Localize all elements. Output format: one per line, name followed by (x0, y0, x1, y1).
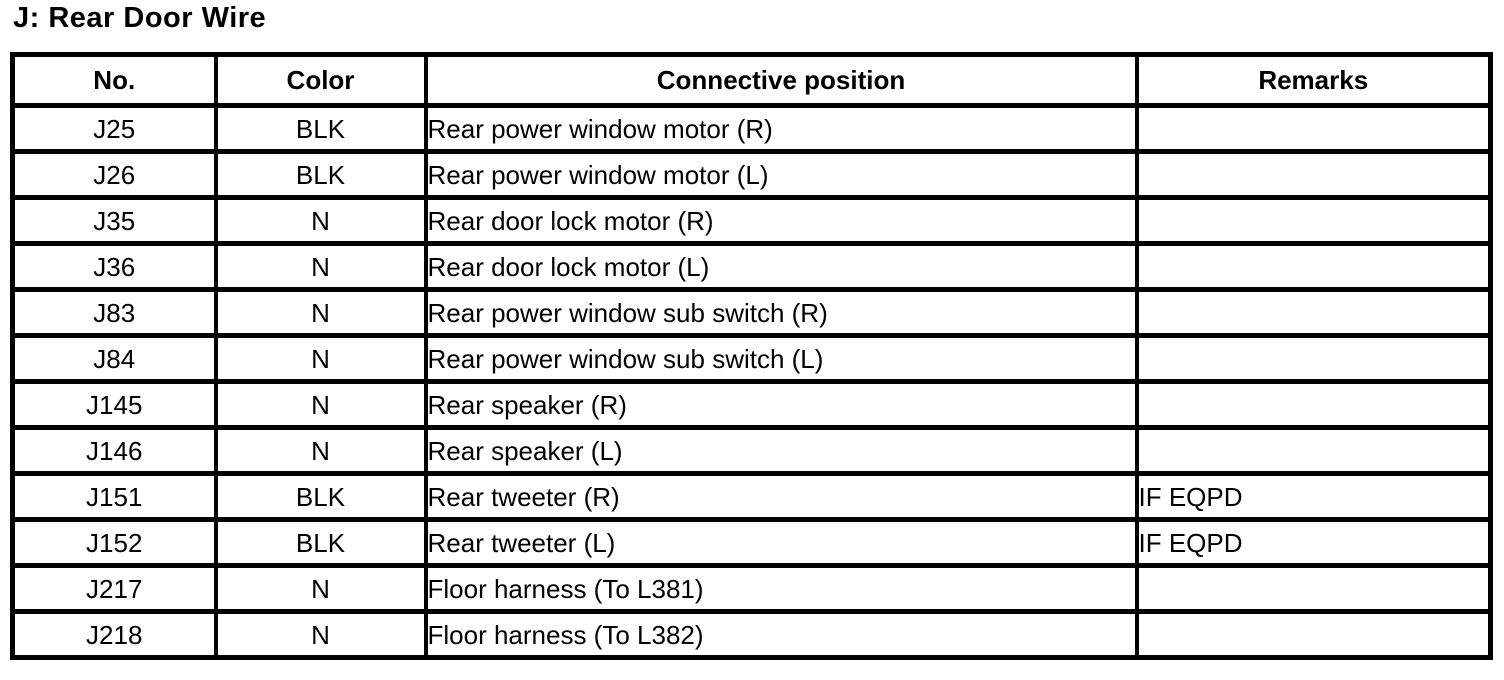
no-cell: J151 (10, 471, 218, 522)
position-cell: Floor harness (To L382) (423, 609, 1139, 660)
color-cell: N (213, 563, 428, 614)
no-cell: J83 (10, 287, 218, 338)
no-cell: J152 (10, 517, 218, 568)
color-cell: BLK (213, 103, 428, 154)
remarks-cell (1134, 241, 1493, 292)
color-cell: N (213, 425, 428, 476)
position-cell: Rear power window sub switch (L) (423, 333, 1139, 384)
header-row: No. Color Connective position Remarks (10, 52, 1493, 108)
remarks-cell (1134, 609, 1493, 660)
no-cell: J145 (10, 379, 218, 430)
position-cell: Rear power window motor (R) (423, 103, 1139, 154)
position-cell: Floor harness (To L381) (423, 563, 1139, 614)
remarks-cell (1134, 425, 1493, 476)
rear-door-wire-table: No. Color Connective position Remarks J2… (10, 52, 1493, 660)
no-cell: J218 (10, 609, 218, 660)
no-cell: J146 (10, 425, 218, 476)
remarks-cell (1134, 287, 1493, 338)
color-cell: N (213, 195, 428, 246)
remarks-cell (1134, 333, 1493, 384)
remarks-cell (1134, 379, 1493, 430)
remarks-cell (1134, 103, 1493, 154)
color-cell: N (213, 287, 428, 338)
page-title: J: Rear Door Wire (13, 2, 267, 34)
header-remarks: Remarks (1134, 52, 1493, 108)
no-cell: J25 (10, 103, 218, 154)
color-cell: N (213, 379, 428, 430)
header-connective-position: Connective position (423, 52, 1139, 108)
color-cell: N (213, 333, 428, 384)
position-cell: Rear door lock motor (L) (423, 241, 1139, 292)
remarks-cell: IF EQPD (1134, 517, 1493, 568)
position-cell: Rear tweeter (R) (423, 471, 1139, 522)
remarks-cell (1134, 563, 1493, 614)
position-cell: Rear power window sub switch (R) (423, 287, 1139, 338)
no-cell: J35 (10, 195, 218, 246)
position-cell: Rear tweeter (L) (423, 517, 1139, 568)
position-cell: Rear speaker (R) (423, 379, 1139, 430)
color-cell: BLK (213, 517, 428, 568)
position-cell: Rear speaker (L) (423, 425, 1139, 476)
no-cell: J84 (10, 333, 218, 384)
header-no: No. (10, 52, 218, 108)
position-cell: Rear door lock motor (R) (423, 195, 1139, 246)
color-cell: BLK (213, 471, 428, 522)
no-cell: J26 (10, 149, 218, 200)
header-color: Color (213, 52, 428, 108)
color-cell: N (213, 241, 428, 292)
remarks-cell: IF EQPD (1134, 471, 1493, 522)
position-cell: Rear power window motor (L) (423, 149, 1139, 200)
no-cell: J36 (10, 241, 218, 292)
remarks-cell (1134, 149, 1493, 200)
no-cell: J217 (10, 563, 218, 614)
color-cell: N (213, 609, 428, 660)
remarks-cell (1134, 195, 1493, 246)
color-cell: BLK (213, 149, 428, 200)
